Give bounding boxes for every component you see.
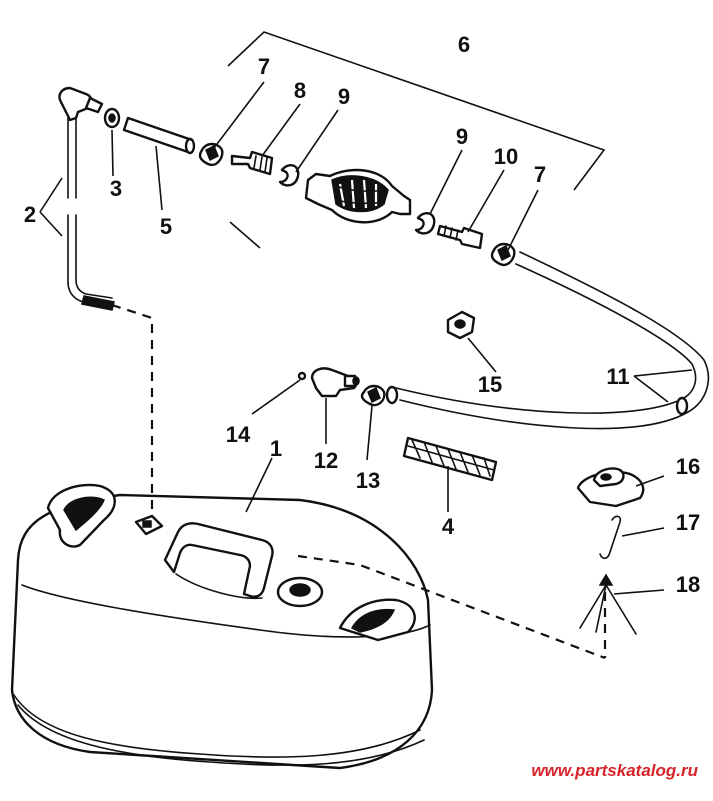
leader-lines xyxy=(39,81,693,595)
watermark: www.partskatalog.ru xyxy=(531,761,698,780)
group-bracket-6 xyxy=(227,31,606,191)
callout-11: 11 xyxy=(606,364,629,389)
callout-13: 13 xyxy=(356,468,380,493)
callout-labels: 1 2 3 4 5 6 7 7 8 9 9 10 11 12 13 14 15 … xyxy=(24,32,700,597)
callout-1: 1 xyxy=(270,436,282,461)
callout-17: 17 xyxy=(676,510,700,535)
callout-10: 10 xyxy=(494,144,518,169)
callout-8: 8 xyxy=(294,78,306,103)
callout-5: 5 xyxy=(160,214,172,239)
callout-14: 14 xyxy=(226,422,251,447)
callout-4: 4 xyxy=(442,514,455,539)
fuel-hose xyxy=(385,251,710,430)
fuel-tank xyxy=(10,483,434,770)
callout-9-right: 9 xyxy=(456,124,468,149)
pickup-tube xyxy=(58,86,115,311)
tank-connector-parts xyxy=(297,310,498,482)
callout-2: 2 xyxy=(24,202,36,227)
callout-3: 3 xyxy=(110,176,122,201)
callout-9-left: 9 xyxy=(338,84,350,109)
fuel-line-hardware xyxy=(103,107,516,267)
callout-18: 18 xyxy=(676,572,700,597)
callout-6: 6 xyxy=(458,32,470,57)
callout-16: 16 xyxy=(676,454,700,479)
assembly-dashed-lines xyxy=(111,303,607,660)
filler-cap-assembly xyxy=(576,467,645,635)
callout-7-left: 7 xyxy=(258,54,270,79)
callout-15: 15 xyxy=(478,372,502,397)
callout-7-right: 7 xyxy=(534,162,546,187)
callout-12: 12 xyxy=(314,448,338,473)
